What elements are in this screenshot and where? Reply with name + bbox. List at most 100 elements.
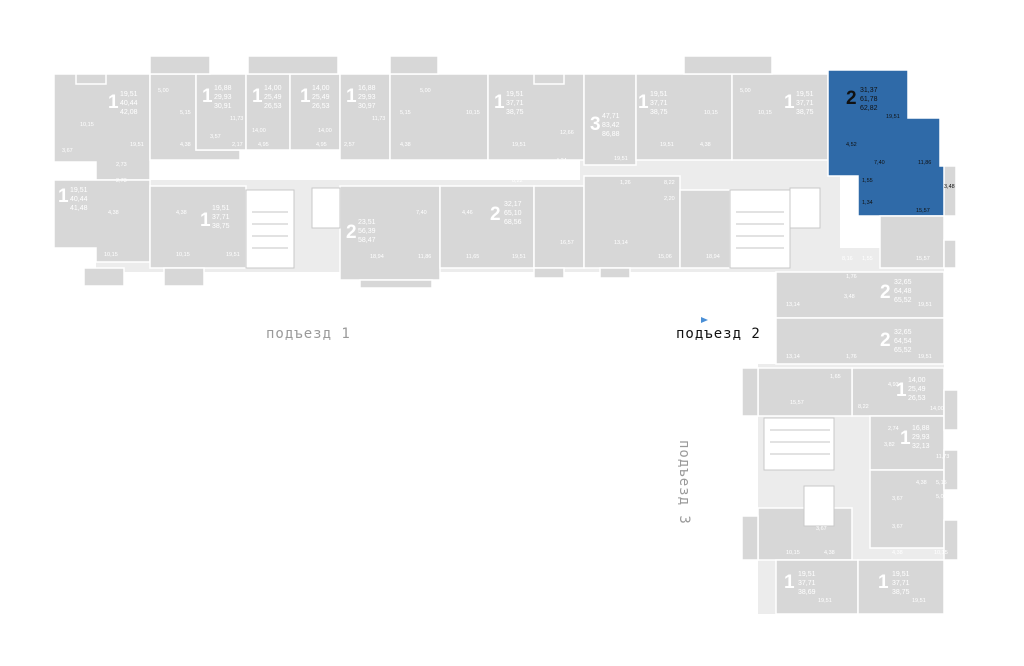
apartment-unit[interactable] bbox=[879, 215, 945, 269]
apt-rooms: 2 bbox=[880, 282, 891, 303]
apt-area-living: 32,17 bbox=[504, 201, 522, 208]
room-area: 11,73 bbox=[936, 454, 949, 460]
apartment-unit[interactable] bbox=[53, 179, 151, 263]
apt-area-living: 23,51 bbox=[358, 219, 376, 226]
entrance-labels: подъезд 1 подъезд 2 подъезд 3 bbox=[266, 317, 761, 525]
apartment-unit[interactable] bbox=[857, 559, 945, 615]
apt-area-living: 19,51 bbox=[506, 91, 524, 98]
room-area: 3,48 bbox=[844, 294, 855, 300]
room-area: 2,73 bbox=[116, 162, 127, 168]
apartment-labels: 1 19,51 40,44 42,08 1 16,88 29,93 30,91 … bbox=[58, 85, 930, 596]
apt-area-total: 37,71 bbox=[650, 100, 668, 107]
apartment-unit[interactable] bbox=[583, 73, 637, 166]
apt-area-living: 16,88 bbox=[358, 85, 376, 92]
room-area: 18,94 bbox=[370, 254, 384, 260]
apt-area-full: 38,75 bbox=[506, 109, 524, 116]
apt-rooms: 2 bbox=[880, 330, 891, 351]
room-area: 5,00 bbox=[158, 88, 169, 94]
apartment-unit[interactable] bbox=[53, 73, 151, 181]
room-area: 7,40 bbox=[874, 160, 885, 166]
room-area: 8,16 bbox=[842, 256, 853, 262]
room-area: 5,00 bbox=[420, 88, 431, 94]
apartment-unit[interactable] bbox=[339, 185, 441, 281]
apt-area-full: 38,75 bbox=[212, 223, 230, 230]
apartment-unit[interactable] bbox=[775, 271, 945, 319]
apt-area-living: 19,51 bbox=[212, 205, 230, 212]
apt-area-living: 14,00 bbox=[312, 85, 330, 92]
apt-rooms: 1 bbox=[900, 428, 911, 449]
apt-rooms: 1 bbox=[300, 86, 311, 107]
room-area: 7,40 bbox=[416, 210, 427, 216]
apt-area-total: 29,93 bbox=[358, 94, 376, 101]
room-area: 4,46 bbox=[462, 210, 473, 216]
apt-area-living: 19,51 bbox=[798, 571, 816, 578]
room-area: 5,15 bbox=[936, 480, 947, 486]
entrance-marker-icon bbox=[701, 317, 708, 323]
room-area: 3,67 bbox=[816, 526, 827, 532]
apartment-unit[interactable] bbox=[487, 73, 585, 161]
room-area: 19,51 bbox=[886, 114, 900, 120]
apt-area-living: 16,88 bbox=[912, 425, 930, 432]
cores bbox=[245, 187, 835, 527]
room-area: 19,51 bbox=[912, 598, 926, 604]
room-area: 4,38 bbox=[916, 480, 927, 486]
apt-area-total: 29,93 bbox=[912, 434, 930, 441]
room-area: 1,55 bbox=[862, 256, 873, 262]
apt-rooms: 1 bbox=[252, 86, 263, 107]
apt-area-total: 65,10 bbox=[504, 210, 522, 217]
room-area: 19,51 bbox=[918, 302, 932, 308]
room-area: 3,48 bbox=[944, 184, 955, 190]
room-area: 19,51 bbox=[512, 142, 526, 148]
apt-area-total: 37,71 bbox=[798, 580, 816, 587]
balconies bbox=[75, 55, 959, 561]
apt-area-living: 31,37 bbox=[860, 87, 878, 94]
entrance-2-label[interactable]: подъезд 2 bbox=[676, 326, 761, 342]
apt-rooms: 2 bbox=[490, 204, 501, 225]
entrance-1-label[interactable]: подъезд 1 bbox=[266, 326, 351, 342]
apt-rooms: 3 bbox=[590, 114, 601, 135]
apt-area-total: 25,49 bbox=[264, 94, 282, 101]
room-area: 10,15 bbox=[934, 550, 948, 556]
apartment-unit[interactable] bbox=[533, 185, 585, 269]
room-area: 4,52 bbox=[846, 142, 857, 148]
apt-rooms: 2 bbox=[346, 222, 357, 243]
room-area: 11,73 bbox=[230, 116, 243, 122]
apt-area-total: 25,49 bbox=[908, 386, 926, 393]
apt-area-total: 61,78 bbox=[860, 96, 878, 103]
room-area: 4,38 bbox=[84, 162, 95, 168]
apt-area-full: 86,88 bbox=[602, 131, 620, 138]
apartment-unit[interactable] bbox=[635, 73, 733, 161]
apartment-unit[interactable] bbox=[775, 317, 945, 365]
room-area: 4,34 bbox=[556, 158, 567, 164]
apartment-unit[interactable] bbox=[679, 189, 731, 269]
apt-rooms: 1 bbox=[202, 86, 213, 107]
room-area: 11,73 bbox=[372, 116, 385, 122]
room-area: 4,38 bbox=[180, 142, 191, 148]
entrance-3-label[interactable]: подъезд 3 bbox=[676, 440, 692, 525]
room-area: 15,57 bbox=[916, 208, 930, 214]
room-area: 14,00 bbox=[252, 128, 266, 134]
apt-area-total: 37,71 bbox=[892, 580, 910, 587]
apartment-unit[interactable] bbox=[869, 469, 945, 549]
room-area: 11,86 bbox=[418, 254, 431, 260]
room-area: 2,73 bbox=[116, 178, 127, 184]
apt-rooms: 1 bbox=[108, 92, 119, 113]
apt-area-living: 47,71 bbox=[602, 113, 620, 120]
room-area: 5,00 bbox=[936, 494, 947, 500]
room-area: 4,95 bbox=[316, 142, 327, 148]
room-area: 14,00 bbox=[930, 406, 944, 412]
room-area: 4,38 bbox=[108, 210, 119, 216]
apartment-unit[interactable] bbox=[731, 73, 829, 161]
apt-area-full: 38,69 bbox=[798, 589, 816, 596]
apt-area-total: 83,42 bbox=[602, 122, 620, 129]
room-area: 10,15 bbox=[786, 550, 800, 556]
room-area: 12,66 bbox=[560, 130, 574, 136]
apt-rooms: 1 bbox=[638, 92, 649, 113]
apt-area-full: 26,53 bbox=[908, 395, 926, 402]
room-area: 1,65 bbox=[830, 374, 841, 380]
room-area: 19,51 bbox=[614, 156, 628, 162]
room-area: 2,74 bbox=[888, 426, 899, 432]
apt-area-full: 62,82 bbox=[860, 105, 878, 112]
room-area: 19,51 bbox=[512, 254, 526, 260]
